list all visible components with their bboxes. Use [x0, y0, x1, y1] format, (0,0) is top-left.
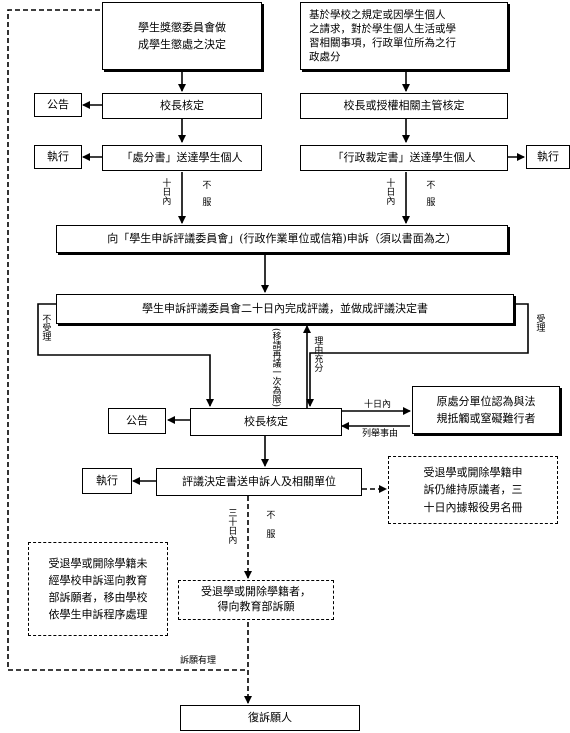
notify-petitioner-box: 復訴願人 — [180, 705, 360, 731]
label-not-accepted: 不受理 — [40, 314, 51, 341]
committee-review-box: 學生申訴評議委員會二十日內完成評議，並做成評議決定書 — [56, 294, 514, 324]
label-list-reasons: 列舉事由 — [362, 429, 399, 439]
label-thirty-days: 三十日內 — [226, 508, 237, 544]
execute-box-1: 執行 — [34, 145, 82, 169]
withdraw-petition-box: 受退學或開除學籍者， 得向教育部訴願 — [178, 580, 334, 620]
appeal-box: 向「學生申訴評議委員會」(行政作業單位或信箱)申訴（須以書面為之） — [56, 225, 508, 253]
penalty-letter-box: 「處分書」送達學生個人 — [102, 145, 262, 171]
label-petition-reasonable: 訴願有理 — [180, 656, 217, 666]
label-not-accept-1: 不服 — [200, 180, 211, 214]
school-rule-box: 基於學校之規定或因學生個人 之請求，對於學生個人生活或學 習相關事項，行政單位所… — [300, 2, 508, 70]
label-not-accept-3: 不服 — [264, 510, 275, 548]
withdraw-keep-box: 受退學或開除學籍申 訴仍維持原議者，三 十日內據報役男名冊 — [388, 456, 558, 524]
label-ten-days-2: 十日內 — [384, 178, 395, 205]
announce-box-1: 公告 — [34, 93, 82, 117]
label-insufficient: 理由充分 — [312, 336, 323, 372]
dashed-path-left-loop — [7, 9, 248, 671]
committee-decision-box: 學生獎懲委員會做 成學生懲處之決定 — [102, 2, 262, 70]
label-accepted: 受理 — [534, 314, 545, 332]
execute-box-3: 執行 — [82, 468, 132, 494]
original-unit-box: 原處分單位認為與法 規抵觸或窒礙難行者 — [412, 386, 560, 434]
principal-delegate-box: 校長或授權相關主管核定 — [300, 93, 508, 119]
withdraw-not-appealed-box: 受退學或開除學籍未 經學校申訴逕向教育 部訴願者，移由學校 依學生申訴程序處理 — [28, 542, 168, 636]
principal-approve-box-1: 校長核定 — [102, 93, 262, 119]
execute-box-2: 執行 — [526, 145, 570, 169]
path-accepted — [306, 303, 529, 407]
label-ten-days-1: 十日內 — [160, 178, 171, 205]
label-not-accept-2: 不服 — [424, 180, 435, 214]
admin-letter-box: 「行政裁定書」送達學生個人 — [300, 145, 508, 171]
send-decision-box: 評議決定書送申訴人及相關單位 — [156, 468, 362, 496]
path-not-accepted — [37, 303, 214, 407]
announce-box-2: 公告 — [108, 408, 166, 434]
principal-approve-box-2: 校長核定 — [190, 408, 342, 436]
label-ten-days-3: 十日內 — [364, 400, 392, 410]
label-reconsider: (移請再議一次為限) — [270, 328, 281, 408]
